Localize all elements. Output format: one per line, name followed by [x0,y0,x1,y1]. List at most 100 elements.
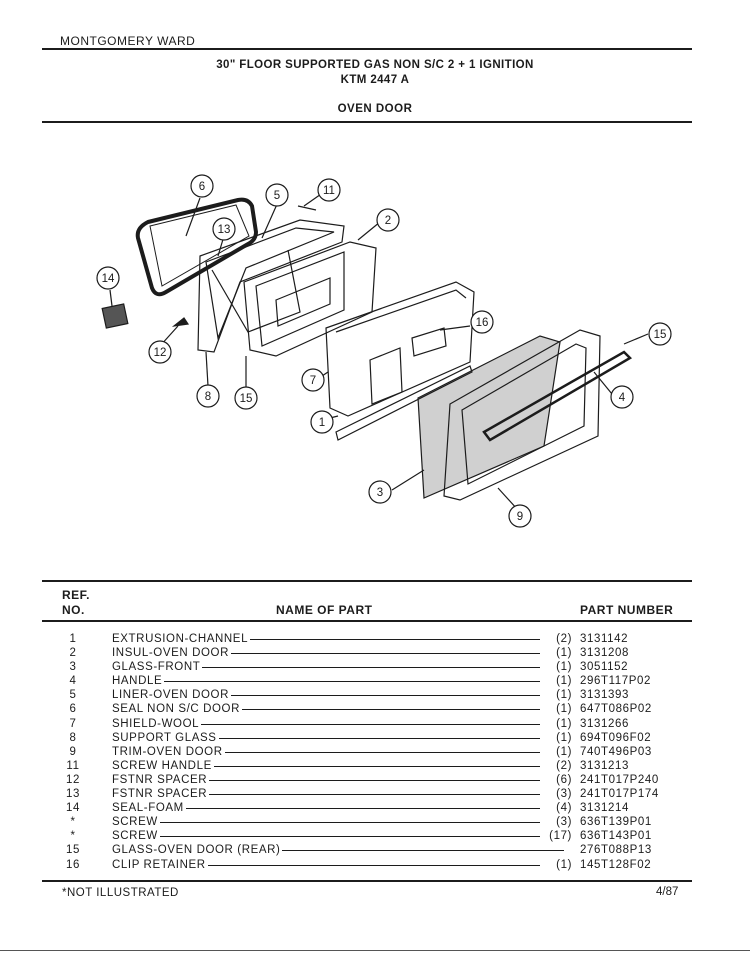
part-number: 276T088P13 [580,844,652,857]
callout-15a [648,322,672,346]
part-number: 296T117P02 [580,675,652,688]
callout-label-11: 11 [323,185,335,197]
part-seal-gasket [135,197,259,297]
callout-label-14: 14 [102,273,115,285]
quantity: (1) [540,646,572,661]
callout-label-9: 9 [517,511,523,523]
page-title: 30" FLOOR SUPPORTED GAS NON S/C 2 + 1 IG… [216,59,534,71]
quantity: (3) [540,815,572,830]
part-number: 636T139P01 [580,816,652,829]
part-name: HANDLE [112,674,165,689]
callout-label-12: 12 [154,347,167,359]
callout-4 [610,385,634,409]
ref-no: 16 [66,858,80,871]
callout-label-1: 1 [319,417,325,429]
ref-no: 8 [69,731,77,744]
callout-15b [234,386,258,410]
callout-3 [368,480,392,504]
leader [120,864,558,866]
table-row: *SCREW(3)636T139P01 [60,815,700,830]
quantity: (1) [540,744,572,759]
callout-label-8: 8 [205,391,211,403]
part-name: SCREW [112,829,160,844]
leader [120,639,558,640]
ref-no: 9 [69,745,77,758]
leader [120,681,558,683]
col-header-part: PART NUMBER [580,603,674,617]
part-name: SHIELD-WOOL [112,716,202,731]
table-row: 4 HANDLE (1) 296T117P02 [60,674,700,689]
header-rule [42,48,692,50]
quantity: (1) [540,857,572,872]
table-top-rule [42,580,692,582]
leader [120,850,564,852]
callout-label-15b: 15 [240,393,253,405]
part-number: 3131393 [580,689,629,702]
ref-no: 14 [66,802,80,815]
callout-7 [301,368,325,392]
part-number: 3051152 [580,661,629,674]
quantity: (1) [540,674,572,689]
quantity: (1) [540,688,572,703]
callout-8 [196,384,220,408]
quantity: (17) [540,829,572,844]
quantity: (1) [540,702,572,717]
callout-label-6: 6 [199,181,205,193]
table-header-rule [42,620,692,622]
callout-label-7: 7 [310,375,316,387]
part-number: 3131213 [580,759,629,772]
callout-5 [265,183,289,207]
part-number: 647T086P02 [580,703,652,716]
part-number: 694T096F02 [580,731,652,744]
part-liner-frame [197,219,345,353]
part-name: SEAL-FOAM [112,801,186,816]
quantity: (3) [540,787,572,802]
part-number: 740T496P03 [580,745,652,758]
leader [120,709,558,711]
part-shield-wool [325,281,475,417]
part-insul-door [243,241,377,357]
part-number: 3131208 [580,647,629,660]
part-name: SCREW HANDLE [112,758,214,773]
callout-13 [212,217,236,241]
part-number: 241T017P240 [580,773,659,786]
quantity: (6) [540,772,572,787]
ref-no: 4 [69,675,77,688]
part-handle [482,350,633,442]
quantity: (1) [540,716,572,731]
callout-label-4: 4 [619,392,626,404]
callout-6 [190,174,214,198]
ref-no: 15 [66,844,80,857]
part-number: 3131214 [580,802,629,815]
ref-no: 12 [66,773,80,786]
callout-label-3: 3 [377,487,383,499]
ref-no: * [70,816,76,829]
leader [120,836,558,838]
callout-9 [508,504,532,528]
quantity: (2) [540,632,572,646]
callout-label-13: 13 [218,224,231,236]
section-rule [42,121,692,123]
part-number: 241T017P174 [580,788,659,801]
part-name: SUPPORT GLASS [112,730,219,745]
part-name: GLASS-FRONT [112,660,203,675]
part-name: CLIP RETAINER [112,857,208,872]
col-header-ref: REF. [62,588,91,602]
part-number: 636T143P01 [580,830,652,843]
callout-14 [96,266,120,290]
leader [120,737,558,739]
part-name: LINER-OVEN DOOR [112,688,231,703]
callout-11 [317,178,341,202]
ref-no: 7 [69,717,77,730]
part-number: 145T128F02 [580,858,652,871]
footnote: *NOT ILLUSTRATED [62,887,179,899]
